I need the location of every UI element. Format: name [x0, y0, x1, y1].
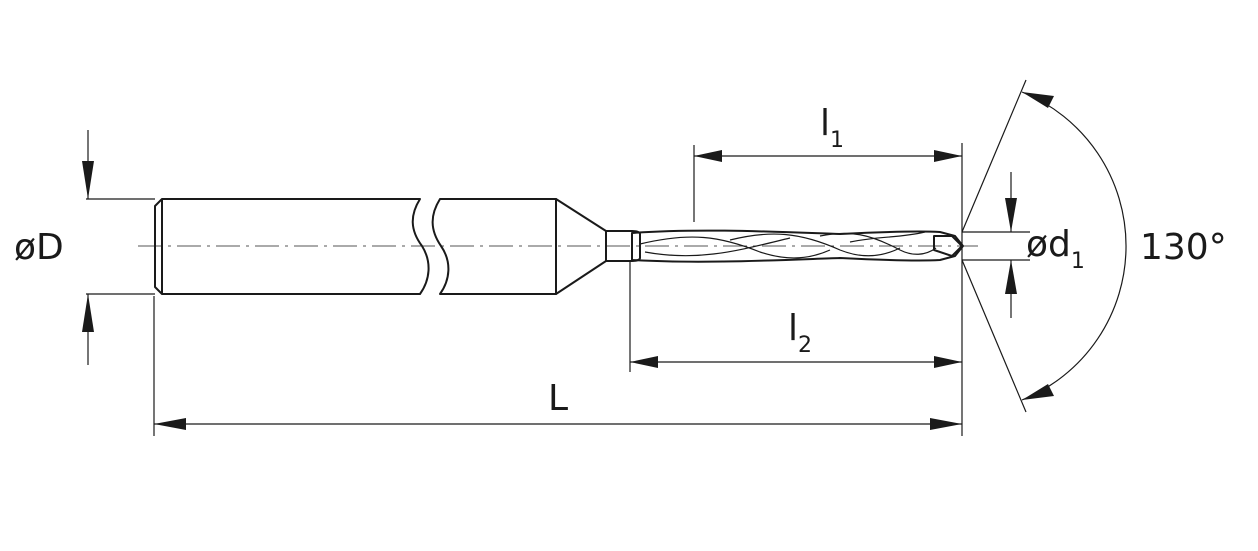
od-arrow-bottom [82, 294, 94, 332]
flute-length-label: l1 [820, 103, 844, 153]
tip-diameter-label: ød1 [1026, 224, 1085, 274]
flute-length-sub: 1 [830, 128, 844, 153]
od1-arrow-bottom [1005, 260, 1017, 294]
l1-arrow-right [934, 150, 962, 162]
point-angle-label: 130° [1140, 227, 1227, 268]
od1-arrow-top [1005, 198, 1017, 232]
tip-diameter-prefix: ød [1026, 224, 1071, 265]
angle-arrow-bottom [1022, 384, 1054, 400]
l1-arrow-left [694, 150, 722, 162]
shank-diameter-label: øD [14, 227, 64, 268]
l2-arrow-right [934, 356, 962, 368]
flute-helix-3 [819, 232, 937, 255]
flute-helix-5 [849, 231, 926, 243]
body-length-label: l2 [788, 308, 812, 358]
angle-leg-bottom [961, 259, 1027, 413]
L-arrow-left [154, 418, 186, 430]
shank-left [154, 198, 430, 295]
shank-right [431, 198, 557, 295]
L-arrow-right [930, 418, 962, 430]
l2-arrow-left [630, 356, 658, 368]
flute-length-main: l [820, 103, 830, 144]
angle-arc [1021, 91, 1127, 401]
body-length-sub: 2 [798, 333, 812, 358]
fluted-body [631, 229, 964, 263]
flute-helix-1 [639, 236, 831, 259]
overall-length-label: L [548, 378, 568, 419]
flute-helix-2 [729, 233, 901, 257]
tip-diameter-sub: 1 [1071, 249, 1085, 274]
body-length-main: l [788, 308, 798, 349]
od-arrow-top [82, 161, 94, 199]
drill-tip [933, 235, 963, 257]
angle-leg-top [961, 79, 1027, 233]
angle-arrow-top [1022, 92, 1054, 108]
flute-helix-4 [644, 237, 791, 257]
